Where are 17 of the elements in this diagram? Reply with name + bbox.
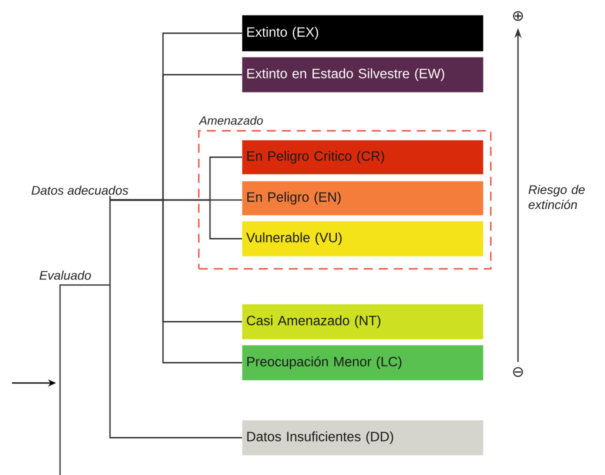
connector-line	[109, 196, 111, 285]
category-box: Extinto en Estado Silvestre (EW)	[242, 57, 484, 92]
category-box: En Peligro Critico (CR)	[242, 140, 484, 174]
category-box: Preocupación Menor (LC)	[242, 345, 484, 380]
connector-line	[109, 285, 242, 438]
category-box: Datos Insuficientes (DD)	[242, 420, 484, 456]
category-box: Vulnerable (VU)	[242, 221, 484, 256]
branch-label: Evaluado	[40, 270, 91, 280]
connector-line	[110, 199, 242, 364]
minus-sign: ⊖	[513, 367, 523, 377]
category-box: Casi Amenazado (NT)	[242, 304, 484, 340]
category-box: Extinto (EX)	[242, 15, 484, 52]
node-label: Amenazado	[198, 116, 263, 125]
category-box: En Peligro (EN)	[242, 181, 484, 216]
axis-label: Riesgo de extinción	[528, 184, 585, 210]
branch-label: Datos adecuados	[32, 186, 128, 195]
plus-sign: ⊕	[513, 11, 523, 21]
